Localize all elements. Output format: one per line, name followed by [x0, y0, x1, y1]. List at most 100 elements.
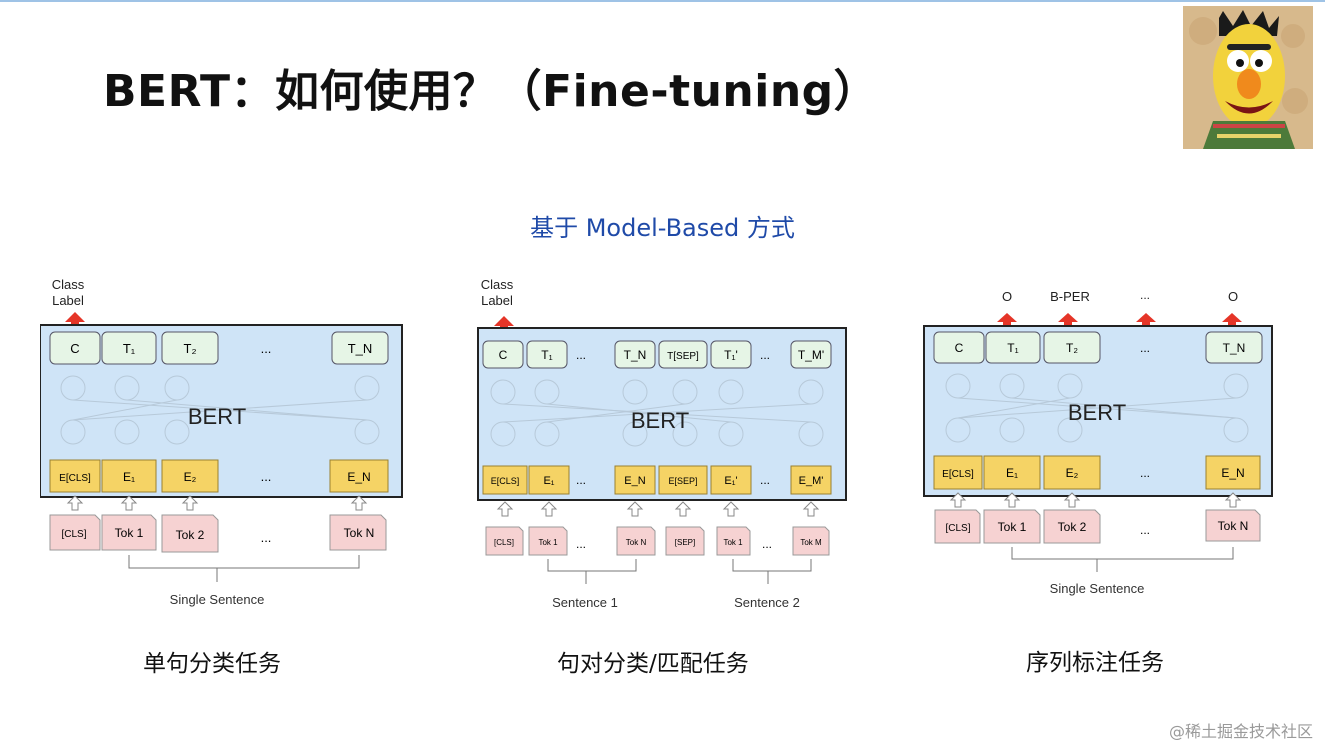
embedding-row: E[CLS] E₁ ... E_N E[SEP] E₁' ... E_M'	[482, 465, 832, 495]
input-token	[934, 509, 981, 544]
panel-single-sentence-classification: Class Label BERT C T₁ T₂ ... T_N E[CLS] …	[40, 277, 403, 607]
svg-text:T₁: T₁	[541, 348, 552, 362]
output-token	[161, 331, 219, 365]
svg-text:T_N: T_N	[348, 341, 373, 356]
output-token	[985, 331, 1041, 364]
svg-text:[SEP]: [SEP]	[675, 538, 695, 547]
output-token	[1205, 331, 1263, 364]
svg-text:Tok 1: Tok 1	[538, 538, 558, 547]
svg-text:Tok 1: Tok 1	[115, 526, 144, 540]
bert-label: BERT	[188, 404, 246, 429]
ellipsis: ...	[762, 537, 772, 551]
up-arrow-icon	[626, 501, 644, 517]
svg-text:T₁: T₁	[123, 341, 136, 356]
output-token-row: C T₁ T₂ ... T_N	[933, 331, 1263, 364]
bracket-label: Single Sentence	[1050, 581, 1145, 596]
embedding-token	[49, 459, 101, 493]
output-arrow-icon	[1222, 313, 1242, 328]
embedding-token	[658, 465, 708, 495]
embedding-token	[614, 465, 656, 495]
input-arrows	[66, 495, 368, 511]
class-label-line1: Class	[481, 277, 514, 292]
output-token	[1043, 331, 1101, 364]
embedding-token	[933, 455, 983, 490]
bert-label: BERT	[631, 408, 689, 433]
ellipsis: ...	[1140, 523, 1150, 537]
embedding-row: E[CLS] E₁ E₂ ... E_N	[49, 459, 389, 493]
embedding-token	[1043, 455, 1101, 490]
svg-text:T_M': T_M'	[798, 348, 824, 362]
tag-label: O	[1002, 289, 1012, 304]
output-token	[331, 331, 389, 365]
output-arrow-icon	[1136, 313, 1156, 328]
input-arrows	[496, 501, 820, 517]
input-token	[1043, 509, 1101, 544]
svg-text:[CLS]: [CLS]	[61, 529, 86, 540]
svg-text:Tok M: Tok M	[800, 538, 822, 547]
up-arrow-icon	[1063, 492, 1081, 508]
ellipsis: ...	[760, 348, 770, 362]
svg-text:T_N: T_N	[1223, 341, 1246, 355]
output-token	[614, 340, 656, 369]
bert-label: BERT	[1068, 400, 1126, 425]
input-token-row: [CLS] Tok 1 Tok 2 ... Tok N	[934, 509, 1261, 544]
svg-text:Tok 2: Tok 2	[1058, 520, 1087, 534]
up-arrow-icon	[120, 495, 138, 511]
bracket-line-sentence2	[732, 559, 812, 584]
svg-text:C: C	[70, 341, 79, 356]
ellipsis: ...	[576, 537, 586, 551]
tag-label: B-PER	[1050, 289, 1090, 304]
output-token-row: C T₁ T₂ ... T_N	[49, 331, 389, 365]
input-token	[1205, 509, 1261, 542]
output-token	[710, 340, 752, 369]
top-border-line	[0, 0, 1325, 2]
network-connections	[945, 373, 1249, 443]
up-arrow-icon	[540, 501, 558, 517]
up-arrow-icon	[674, 501, 692, 517]
embedding-token	[983, 455, 1041, 490]
input-token	[49, 514, 101, 551]
output-token	[658, 340, 708, 369]
embedding-token	[482, 465, 528, 495]
ellipsis: ...	[760, 473, 770, 487]
input-token	[792, 526, 830, 556]
input-token	[983, 509, 1041, 544]
ellipsis: ...	[261, 341, 272, 356]
embedding-token	[1205, 455, 1261, 490]
svg-text:T₁: T₁	[1007, 341, 1018, 355]
panel-sequence-labeling: O B-PER ... O BERT C T₁ T₂ ... T_N E[CLS…	[923, 288, 1273, 596]
svg-text:T₂: T₂	[1066, 341, 1078, 355]
svg-text:T_N: T_N	[624, 348, 647, 362]
bracket-label: Single Sentence	[170, 592, 265, 607]
svg-text:E[SEP]: E[SEP]	[668, 476, 697, 486]
svg-text:E₁: E₁	[543, 475, 554, 487]
svg-text:E_N: E_N	[1221, 466, 1244, 480]
embedding-row: E[CLS] E₁ E₂ ... E_N	[933, 455, 1261, 490]
svg-text:T₂: T₂	[184, 341, 197, 356]
panel-sentence-pair-classification: Class Label BERT C T₁ ... T_N T[SEP] T₁'…	[477, 277, 847, 610]
up-arrow-icon	[802, 501, 820, 517]
svg-text:Tok 2: Tok 2	[176, 528, 205, 542]
slide-title: BERT：如何使用？（Fine-tuning）	[103, 66, 879, 117]
ellipsis: ...	[576, 473, 586, 487]
tag-label: ...	[1140, 288, 1150, 302]
input-token	[329, 514, 387, 551]
task-name-sequence-labeling: 序列标注任务	[1026, 650, 1164, 676]
up-arrow-icon	[1003, 492, 1021, 508]
task-name-single-classification: 单句分类任务	[143, 651, 281, 677]
embedding-token	[790, 465, 832, 495]
svg-text:E_N: E_N	[347, 470, 370, 484]
input-token-row: [CLS] Tok 1 Tok 2 ... Tok N	[49, 514, 387, 553]
up-arrow-icon	[181, 495, 199, 511]
svg-text:Tok N: Tok N	[344, 526, 375, 540]
svg-text:E[CLS]: E[CLS]	[491, 476, 520, 486]
tag-label: O	[1228, 289, 1238, 304]
svg-text:E₂: E₂	[184, 470, 197, 484]
svg-text:T₁': T₁'	[724, 348, 738, 362]
input-token	[616, 526, 656, 556]
svg-text:E[CLS]: E[CLS]	[59, 473, 91, 484]
svg-text:Tok 1: Tok 1	[723, 538, 743, 547]
embedding-token	[161, 459, 219, 493]
output-arrow-icon	[65, 312, 85, 328]
output-token	[526, 340, 568, 369]
